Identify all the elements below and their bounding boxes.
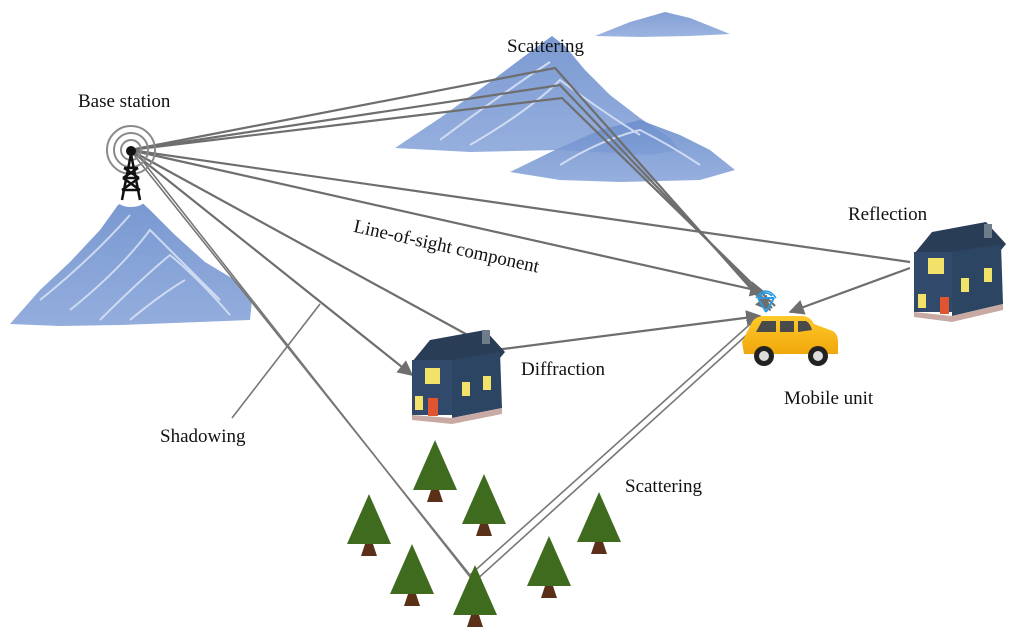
tree-icon [453,565,497,627]
ray-to-reflection-house [129,148,911,264]
propagation-rays [129,66,911,584]
shadowing-pointer [231,303,321,419]
tree-icon [413,440,457,502]
ray-reflection-to-mobile [788,266,911,315]
mountain-left [10,193,252,326]
house-reflection [914,222,1006,322]
ray-mountain-scatter-3 [129,96,776,307]
label-shadowing: Shadowing [160,426,246,447]
tree-icon [390,544,434,606]
label-base-station: Base station [78,91,171,112]
ray-line-of-sight [129,148,766,297]
ray-diffraction-to-mobile [494,310,762,352]
ray-to-diffraction-edge [129,149,496,351]
ray-to-diffraction-house-blocked [129,149,414,376]
house-diffraction [412,330,505,424]
ray-tree-scatter-1 [129,149,758,577]
tree-icon [347,494,391,556]
tree-icon [577,492,621,554]
label-diffraction: Diffraction [521,359,606,380]
label-scattering-trees: Scattering [625,476,703,497]
label-reflection: Reflection [848,204,928,225]
tree-icon [527,536,571,598]
mobile-unit-car-icon [742,290,838,366]
trees [347,440,621,627]
tree-icon [462,474,506,536]
ray-mountain-scatter-1 [129,66,772,312]
base-station-tower-icon [106,125,156,201]
label-scattering-mountain: Scattering [507,36,585,57]
label-mobile-unit: Mobile unit [784,388,874,409]
